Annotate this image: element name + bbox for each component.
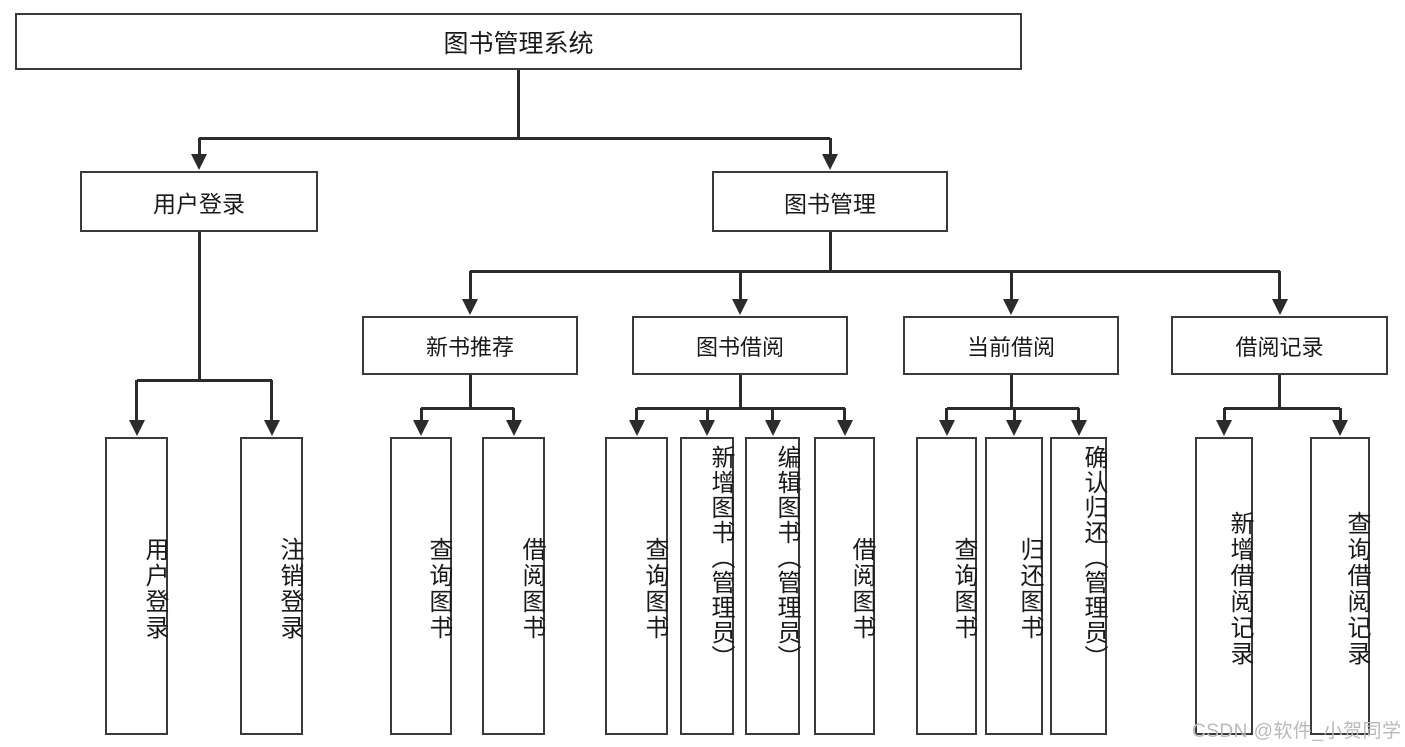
connector-line	[517, 70, 520, 138]
node-borrow-record: 借阅记录	[1171, 316, 1388, 375]
connector-line	[738, 271, 742, 300]
connector-line	[1278, 271, 1281, 300]
arrow-head-icon	[1216, 420, 1232, 436]
arrow-head-icon	[699, 420, 715, 436]
arrow-head-icon	[822, 154, 838, 170]
connector-line	[1009, 271, 1013, 300]
connector-line	[270, 380, 273, 421]
connector-line	[421, 406, 514, 410]
node-new-book-rec: 新书推荐	[362, 316, 578, 375]
node-leaf-confirm-return: 确认归还（管理员）	[1050, 437, 1107, 735]
node-root: 图书管理系统	[15, 13, 1022, 70]
connector-line	[197, 138, 201, 155]
connector-line	[468, 271, 472, 300]
watermark-text: CSDN @软件_小贺同学	[1192, 721, 1402, 742]
node-leaf-query-book-1: 查询图书	[390, 437, 452, 735]
connector-line	[1224, 406, 1340, 410]
node-book-borrow: 图书借阅	[632, 316, 848, 375]
node-leaf-add-record: 新增借阅记录	[1195, 437, 1253, 735]
connector-line	[1077, 408, 1080, 421]
arrow-head-icon	[732, 299, 748, 315]
arrow-head-icon	[836, 420, 853, 436]
connector-line	[945, 408, 948, 421]
connector-line	[771, 408, 774, 421]
arrow-head-icon	[1003, 299, 1019, 315]
connector-line	[1278, 375, 1281, 408]
connector-line	[1012, 408, 1016, 421]
connector-line	[419, 408, 423, 421]
arrow-head-icon	[1006, 420, 1022, 436]
connector-line	[468, 375, 472, 408]
arrow-head-icon	[628, 420, 645, 436]
node-leaf-edit-book: 编辑图书（管理员）	[745, 437, 800, 735]
connector-line	[828, 138, 832, 155]
connector-line	[705, 408, 709, 421]
node-leaf-user-login: 用户登录	[105, 437, 168, 735]
connector-line	[738, 375, 742, 408]
connector-line	[470, 269, 1280, 273]
node-leaf-query-book-2: 查询图书	[605, 437, 668, 735]
connector-line	[1009, 375, 1013, 408]
node-leaf-borrow-book-1: 借阅图书	[482, 437, 545, 735]
node-leaf-return-book: 归还图书	[985, 437, 1043, 735]
arrow-head-icon	[1070, 420, 1087, 436]
connector-line	[197, 232, 201, 380]
arrow-head-icon	[191, 154, 207, 170]
connector-line	[199, 136, 830, 140]
node-book-manage: 图书管理	[712, 171, 948, 232]
connector-line	[635, 408, 638, 421]
connector-line	[1338, 408, 1342, 421]
arrow-head-icon	[263, 420, 280, 436]
node-current-borrow: 当前借阅	[903, 316, 1119, 375]
node-leaf-logout: 注销登录	[240, 437, 303, 735]
connector-line	[828, 232, 832, 271]
arrow-head-icon	[413, 420, 429, 436]
connector-line	[636, 406, 845, 410]
node-leaf-add-book: 新增图书（管理员）	[680, 437, 734, 735]
arrow-head-icon	[764, 420, 781, 436]
arrow-head-icon	[128, 420, 145, 436]
node-user-login: 用户登录	[80, 171, 318, 232]
arrow-head-icon	[462, 299, 478, 315]
arrow-head-icon	[938, 420, 955, 436]
arrow-head-icon	[505, 420, 522, 436]
connector-line	[843, 408, 846, 421]
node-leaf-query-book-3: 查询图书	[916, 437, 977, 735]
connector-line	[1222, 408, 1226, 421]
node-leaf-borrow-book-2: 借阅图书	[814, 437, 875, 735]
connector-line	[135, 380, 138, 421]
connector-line	[136, 378, 272, 382]
connector-line	[512, 408, 515, 421]
arrow-head-icon	[1332, 420, 1348, 436]
node-leaf-query-record: 查询借阅记录	[1310, 437, 1370, 735]
arrow-head-icon	[1271, 299, 1288, 315]
